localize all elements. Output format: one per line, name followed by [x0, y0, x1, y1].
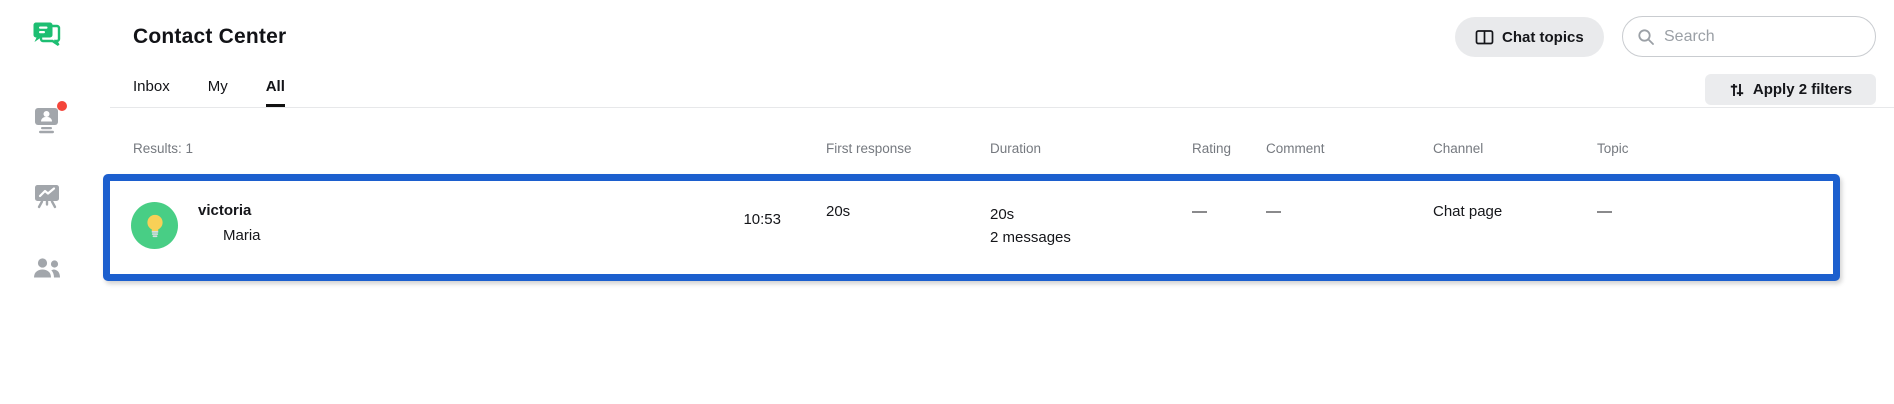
column-header-channel: Channel [1433, 141, 1484, 156]
chat-row-selected[interactable]: victoria Maria 10:53 20s 20s 2 messages … [103, 174, 1840, 281]
lightbulb-icon [146, 214, 163, 237]
apply-filters-label: Apply 2 filters [1752, 81, 1853, 98]
tab-inbox[interactable]: Inbox [133, 78, 170, 95]
search-box[interactable] [1622, 16, 1876, 57]
reports-icon[interactable] [31, 180, 63, 210]
agent-name: Maria [223, 227, 261, 244]
tabs-divider [110, 107, 1894, 108]
team-icon[interactable] [32, 256, 62, 282]
cell-channel: Chat page [1433, 203, 1503, 220]
customer-avatar [131, 202, 178, 249]
tab-my[interactable]: My [207, 78, 228, 95]
results-count: Results: 1 [133, 141, 194, 156]
filters-icon [1729, 82, 1745, 98]
duration-messages: 2 messages [990, 229, 1071, 246]
cell-topic: — [1597, 203, 1612, 220]
search-input[interactable] [1664, 27, 1834, 46]
customer-name: victoria [198, 202, 252, 219]
chat-topics-button[interactable]: Chat topics [1455, 17, 1604, 57]
page-title: Contact Center [133, 25, 287, 48]
column-header-duration: Duration [990, 141, 1042, 156]
chats-tabs: Inbox My All [133, 78, 285, 108]
cell-duration: 20s 2 messages [990, 203, 1071, 249]
column-header-topic: Topic [1597, 141, 1629, 156]
chat-topics-label: Chat topics [1502, 28, 1584, 46]
column-header-first-response: First response [826, 141, 912, 156]
list-header-row: Results: 1 First response Duration Ratin… [0, 141, 1894, 161]
tab-all[interactable]: All [265, 78, 285, 108]
column-header-comment: Comment [1266, 141, 1325, 156]
apply-filters-button[interactable]: Apply 2 filters [1705, 74, 1876, 105]
chat-time: 10:53 [743, 211, 781, 228]
column-header-rating: Rating [1192, 141, 1232, 156]
cell-comment: — [1266, 203, 1281, 220]
book-icon [1475, 29, 1494, 46]
traffic-icon[interactable] [30, 101, 67, 136]
app-sidebar [0, 0, 90, 404]
search-icon [1637, 28, 1655, 46]
notification-badge [57, 101, 67, 111]
chats-logo-icon[interactable] [33, 21, 61, 51]
cell-first-response: 20s [826, 203, 851, 220]
duration-value: 20s [990, 206, 1015, 223]
cell-rating: — [1192, 203, 1207, 220]
